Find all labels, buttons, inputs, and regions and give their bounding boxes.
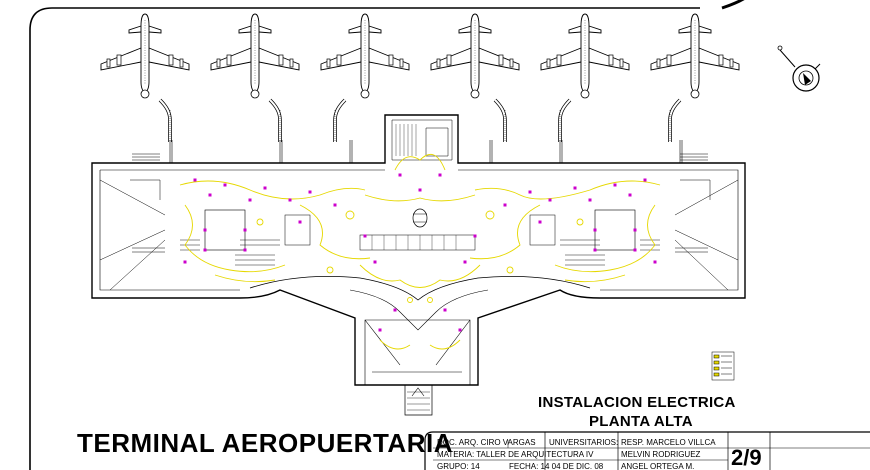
light-fixture-mark [473, 234, 477, 238]
airplane-icon [540, 13, 630, 99]
light-fixture-mark [588, 198, 592, 202]
light-fixture-mark [418, 188, 422, 192]
light-fixture-mark [653, 260, 657, 264]
light-fixture-mark [393, 308, 397, 312]
title-block-member2: ANGEL ORTEGA M. [621, 462, 695, 470]
airplane-icon [210, 13, 300, 99]
drawing-subtitle-line1: INSTALACION ELECTRICA [538, 394, 736, 411]
light-fixture-mark [373, 260, 377, 264]
jet-bridge [558, 98, 572, 144]
light-fixture-mark [593, 228, 597, 232]
light-fixture-mark [248, 198, 252, 202]
light-fixture-mark [243, 228, 247, 232]
title-block-resp: RESP. MARCELO VILLCA [621, 438, 716, 447]
light-fixture-mark [438, 173, 442, 177]
light-fixture-mark [378, 328, 382, 332]
legend-block [711, 351, 735, 381]
light-fixture-mark [593, 248, 597, 252]
light-fixture-mark [243, 248, 247, 252]
title-block-doc: DOC. ARQ. CIRO VARGAS [437, 438, 536, 447]
light-fixture-mark [503, 203, 507, 207]
north-arrow-icon [777, 45, 821, 92]
airplane-icon [650, 13, 740, 99]
sheet-number: 2/9 [731, 445, 762, 470]
jet-bridge [668, 98, 682, 144]
airplane-icon [320, 13, 410, 99]
light-fixture-mark [398, 173, 402, 177]
light-fixture-mark [333, 203, 337, 207]
light-fixture-mark [193, 178, 197, 182]
airplane-icon [430, 13, 520, 99]
light-fixture-mark [463, 260, 467, 264]
title-block-materia: MATERIA: TALLER DE ARQUITECTURA IV [437, 450, 594, 459]
terminal-outline [91, 114, 746, 416]
title-block-member1: MELVIN RODRIGUEZ [621, 450, 701, 459]
light-fixture-mark [633, 228, 637, 232]
light-fixture-mark [183, 260, 187, 264]
light-fixture-mark [643, 178, 647, 182]
light-fixture-mark [203, 248, 207, 252]
light-fixture-mark [308, 190, 312, 194]
light-fixture-mark [613, 183, 617, 187]
title-block-grupo: GRUPO: 14 [437, 462, 480, 470]
light-fixture-mark [573, 186, 577, 190]
title-block [424, 431, 870, 470]
light-fixture-mark [528, 190, 532, 194]
jet-bridge [493, 98, 507, 144]
light-fixture-mark [208, 193, 212, 197]
jet-bridge [268, 98, 282, 144]
light-fixture-mark [298, 220, 302, 224]
light-fixture-mark [628, 193, 632, 197]
aircraft-row [100, 13, 740, 99]
light-fixture-mark [458, 328, 462, 332]
title-block-fecha: FECHA: 14 04 DE DIC. 08 [509, 462, 604, 470]
light-fixture-mark [288, 198, 292, 202]
jet-bridge [333, 98, 347, 144]
jet-bridges [158, 98, 682, 144]
light-fixture-mark [548, 198, 552, 202]
drawing-subtitle-line2: PLANTA ALTA [589, 413, 693, 430]
light-fixture-mark [203, 228, 207, 232]
light-fixture-mark [538, 220, 542, 224]
jet-bridge [158, 98, 172, 144]
light-fixture-mark [223, 183, 227, 187]
electrical-wiring [179, 153, 661, 350]
drawing-title: TERMINAL AEROPUERTARIA [77, 428, 453, 458]
airplane-icon [100, 13, 190, 99]
electrical-fixtures [183, 173, 657, 332]
title-block-universitarios: UNIVERSITARIOS: [549, 438, 619, 447]
light-fixture-mark [443, 308, 447, 312]
light-fixture-mark [363, 234, 367, 238]
light-fixture-mark [263, 186, 267, 190]
light-fixture-mark [633, 248, 637, 252]
